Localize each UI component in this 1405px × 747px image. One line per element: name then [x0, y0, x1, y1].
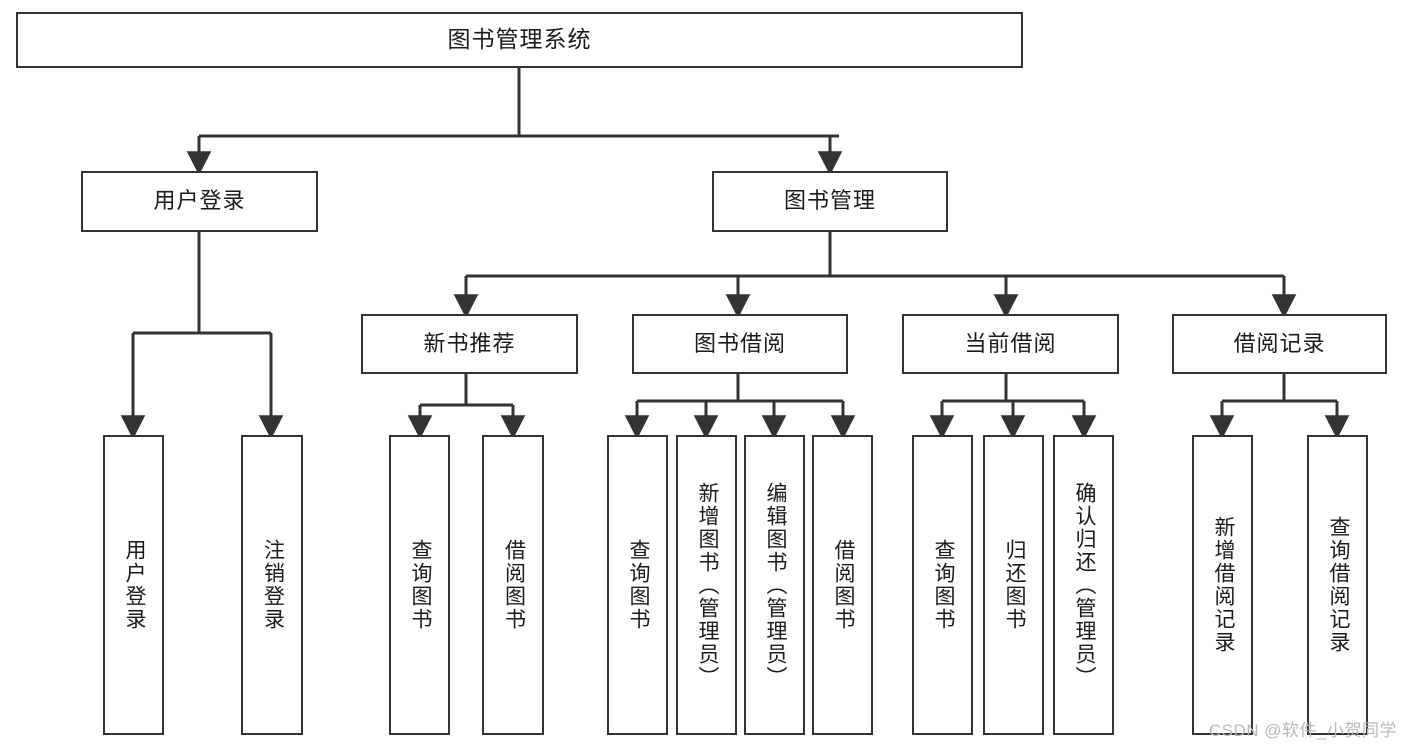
leaf-logout[interactable]: 注销登录 — [241, 435, 303, 735]
node-user-login[interactable]: 用户登录 — [81, 171, 318, 232]
node-current-borrowing[interactable]: 当前借阅 — [902, 314, 1119, 374]
leaf-user-login[interactable]: 用户登录 — [103, 435, 164, 735]
leaf-edit-book-admin[interactable]: 编辑图书（管理员） — [744, 435, 805, 735]
node-root-system[interactable]: 图书管理系统 — [16, 12, 1023, 68]
leaf-query-books-new[interactable]: 查询图书 — [389, 435, 450, 735]
leaf-confirm-return-admin[interactable]: 确认归还（管理员） — [1053, 435, 1114, 735]
leaf-query-books-borrow[interactable]: 查询图书 — [607, 435, 668, 735]
node-borrowing-records[interactable]: 借阅记录 — [1172, 314, 1387, 374]
leaf-query-books-current[interactable]: 查询图书 — [912, 435, 973, 735]
node-book-borrowing[interactable]: 图书借阅 — [632, 314, 848, 374]
leaf-add-book-admin[interactable]: 新增图书（管理员） — [676, 435, 737, 735]
watermark-text: CSDN @软件_小贺同学 — [1208, 721, 1397, 740]
leaf-query-borrow-record[interactable]: 查询借阅记录 — [1307, 435, 1368, 735]
leaf-borrow-books[interactable]: 借阅图书 — [812, 435, 873, 735]
node-book-management[interactable]: 图书管理 — [712, 171, 948, 232]
leaf-add-borrow-record[interactable]: 新增借阅记录 — [1192, 435, 1253, 735]
leaf-borrow-books-new[interactable]: 借阅图书 — [482, 435, 544, 735]
leaf-return-books[interactable]: 归还图书 — [983, 435, 1044, 735]
node-new-book-recommendation[interactable]: 新书推荐 — [361, 314, 578, 374]
